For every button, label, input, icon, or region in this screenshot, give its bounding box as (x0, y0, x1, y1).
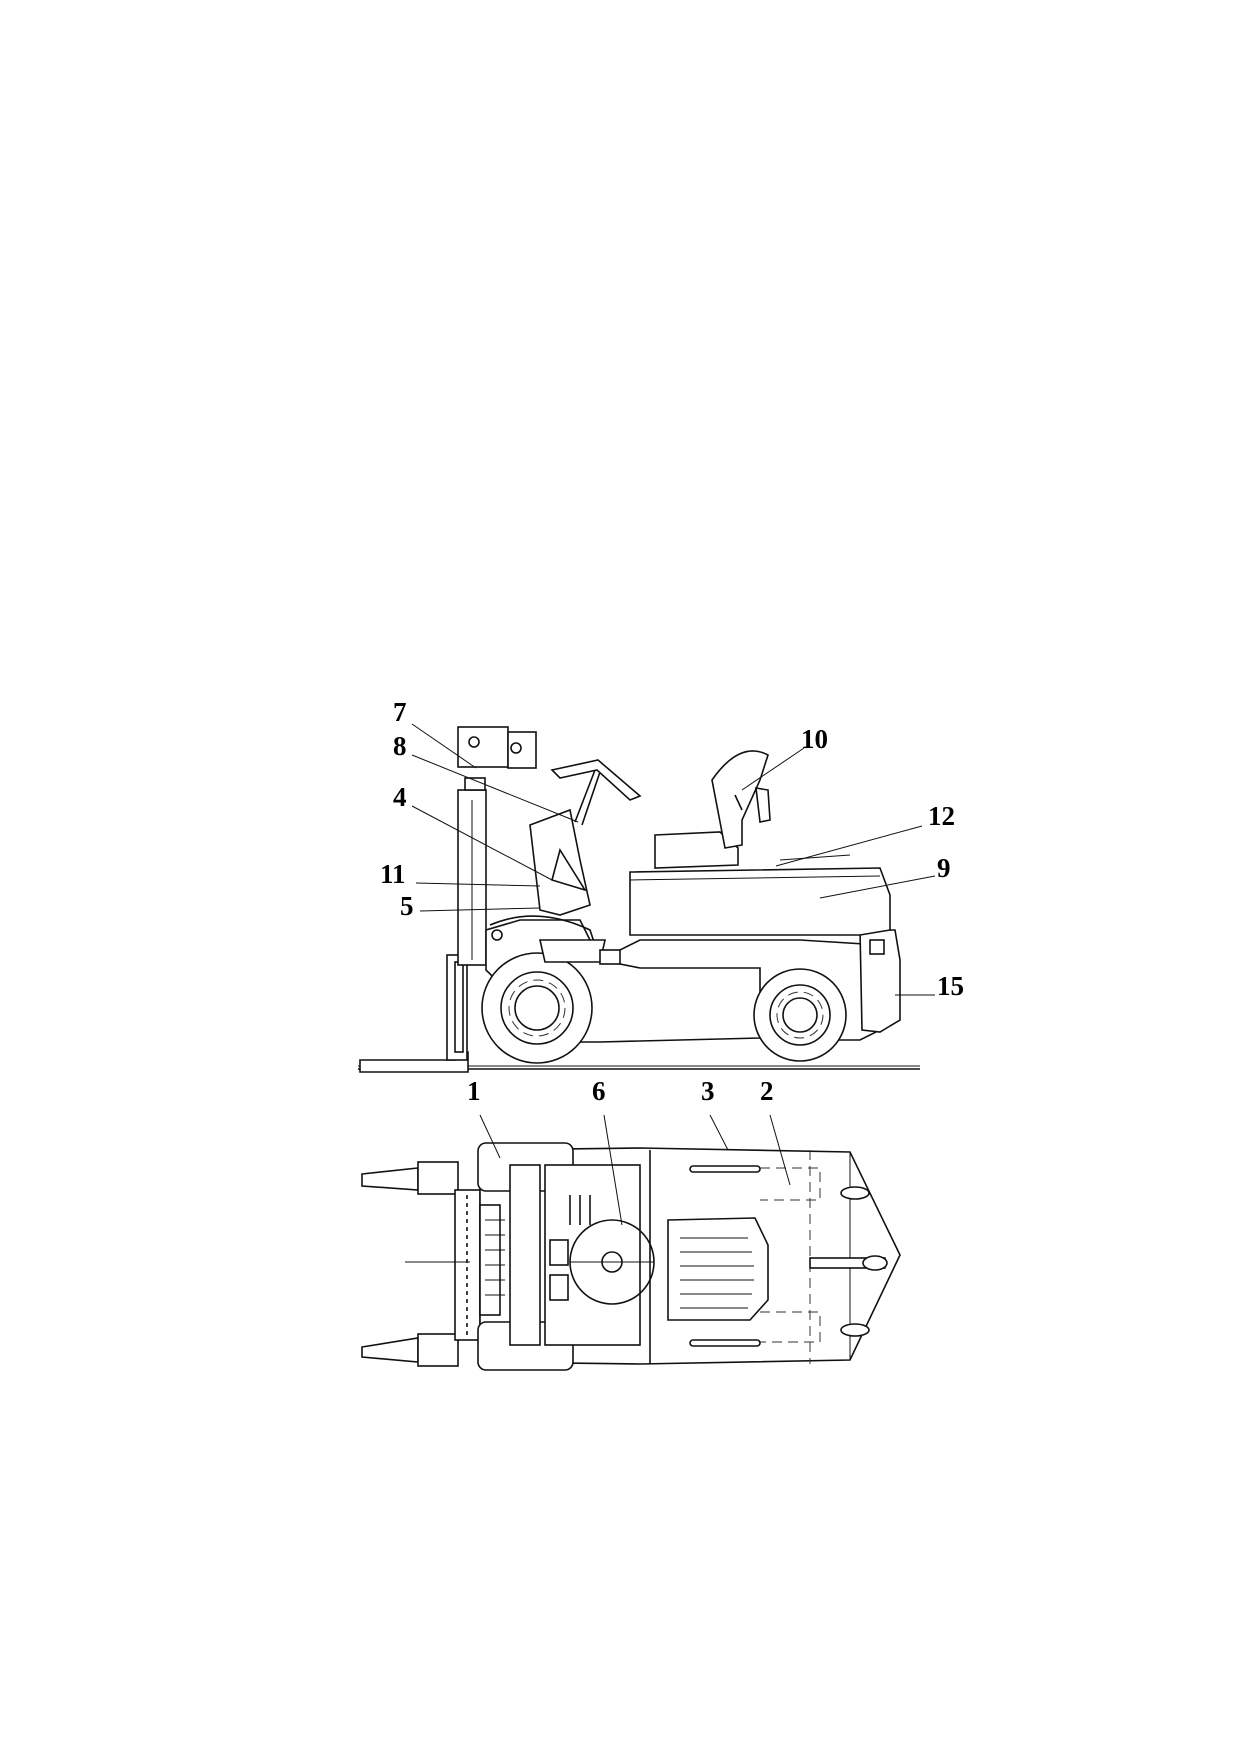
label-10: 10 (801, 724, 828, 754)
label-11: 11 (380, 859, 406, 889)
label-15: 15 (937, 971, 964, 1001)
dashboard (529, 808, 591, 916)
front-wheel (481, 952, 593, 1064)
leader-1 (479, 1114, 501, 1159)
load-backrest (457, 726, 509, 768)
label-7: 7 (393, 697, 407, 727)
leader-8 (411, 754, 579, 823)
label-4: 4 (393, 782, 407, 812)
fork-right (361, 1337, 419, 1363)
leader-12 (775, 825, 923, 867)
leader-7 (411, 723, 477, 769)
leader-9 (819, 875, 936, 899)
battery-hood (629, 867, 891, 936)
steering-wheel (550, 759, 642, 801)
label-12: 12 (928, 801, 955, 831)
leader-3 (709, 1114, 729, 1151)
steering-column (574, 769, 596, 823)
counterweight (859, 929, 901, 1033)
leader-10 (741, 747, 805, 791)
rear-wheel (753, 968, 847, 1062)
label-6: 6 (592, 1076, 606, 1106)
label-1: 1 (467, 1076, 481, 1106)
seat-top (667, 1217, 769, 1321)
seat-base (654, 831, 739, 869)
seat-backrest (711, 750, 769, 849)
top-view: 1 6 3 2 (361, 1076, 901, 1371)
leader-5 (419, 907, 541, 912)
label-9: 9 (937, 853, 951, 883)
label-3: 3 (701, 1076, 715, 1106)
side-view: 7 8 4 11 5 10 12 9 15 (358, 697, 964, 1073)
leader-6 (603, 1114, 623, 1226)
leader-2 (769, 1114, 791, 1186)
label-8: 8 (393, 731, 407, 761)
label-2: 2 (760, 1076, 774, 1106)
label-5: 5 (400, 891, 414, 921)
leader-4 (411, 805, 553, 881)
leader-11 (415, 882, 541, 887)
fork-left (361, 1167, 419, 1191)
